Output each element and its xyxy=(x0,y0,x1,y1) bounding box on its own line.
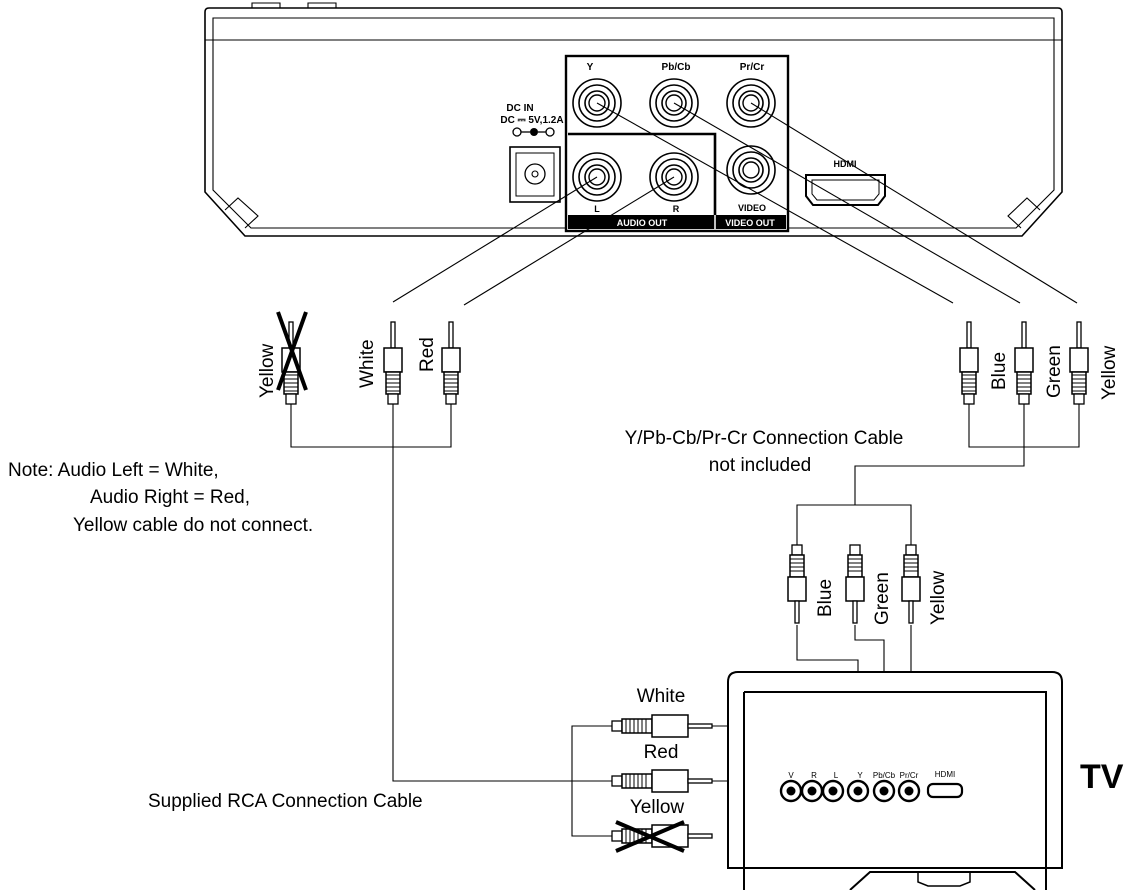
tv: V R L Y Pb/Cb Pr/Cr HDMI xyxy=(727,671,1063,890)
hdmi-label: HDMI xyxy=(834,159,857,169)
left-plug-white-label: White xyxy=(357,339,378,388)
tv-jack-r xyxy=(800,779,824,803)
component-cable-label: Y/Pb-Cb/Pr-Cr Connection Cable xyxy=(625,428,904,449)
tv-jack-label-pr: Pr/Cr xyxy=(900,771,919,780)
note-line-3: Yellow cable do not connect. xyxy=(73,515,313,536)
tv-plug-red-label: Red xyxy=(644,742,679,763)
tv-jack-label-hdmi: HDMI xyxy=(935,770,955,779)
right-plug-green xyxy=(1014,321,1034,405)
middle-plug-group: Blue Green Yellow xyxy=(787,544,949,625)
middle-plug-yellow xyxy=(901,544,921,624)
tv-jack-label-y: Y xyxy=(857,771,863,780)
tv-title: TV xyxy=(1080,758,1124,796)
hdmi-port xyxy=(805,174,886,206)
jack-label-r: R xyxy=(673,204,680,214)
left-plug-white xyxy=(383,321,403,405)
right-plug-yellow-label: Yellow xyxy=(1099,345,1120,400)
left-plug-red-label: Red xyxy=(417,337,438,372)
tv-jack-label-pb: Pb/Cb xyxy=(873,771,896,780)
cross-icon xyxy=(276,311,308,391)
right-plug-blue-label: Blue xyxy=(989,352,1010,390)
middle-plug-green xyxy=(845,544,865,624)
tv-plug-red xyxy=(611,769,713,793)
tv-jack-label-v: V xyxy=(788,771,794,780)
jack-label-y: Y xyxy=(587,62,594,73)
middle-plug-blue-label: Blue xyxy=(815,579,836,617)
video-out-label: VIDEO OUT xyxy=(725,218,775,228)
tv-plug-yellow-cross-icon xyxy=(615,820,685,853)
left-plug-yellow-label: Yellow xyxy=(257,343,278,398)
rca-cable-label: Supplied RCA Connection Cable xyxy=(148,791,423,812)
right-plug-group: Blue Green Yellow xyxy=(959,321,1120,405)
audio-out-label: AUDIO OUT xyxy=(617,218,668,228)
tv-jack-label-r: R xyxy=(811,771,817,780)
left-plug-red xyxy=(441,321,461,405)
dc-polarity-icon xyxy=(512,127,555,137)
middle-plug-blue xyxy=(787,544,807,624)
jack-label-video: VIDEO xyxy=(738,203,766,213)
note-line-1: Note: Audio Left = White, xyxy=(8,460,219,481)
player-rear-panel: DC IN DC ⎓ 5V,1.2A AUDIO OUT VIDEO OUT Y… xyxy=(204,2,1063,237)
tv-jack-label-l: L xyxy=(834,771,839,780)
tv-jack-pb xyxy=(872,779,896,803)
dc-in-jack xyxy=(509,146,561,203)
left-plug-group: Yellow White Red xyxy=(257,311,461,405)
jack-label-pr: Pr/Cr xyxy=(740,62,765,73)
tv-plug-white xyxy=(611,714,713,738)
tv-plug-white-label: White xyxy=(637,686,686,707)
tv-jack-y xyxy=(846,779,870,803)
dc-in-label: DC IN xyxy=(506,103,533,114)
jack-video xyxy=(726,145,776,195)
tv-jack-l xyxy=(821,779,845,803)
right-plug-yellow xyxy=(1069,321,1089,405)
tv-jack-v xyxy=(779,779,803,803)
tv-plug-yellow-label: Yellow xyxy=(630,797,685,818)
tv-jack-pr xyxy=(897,779,921,803)
middle-plug-yellow-label: Yellow xyxy=(928,570,949,625)
note-line-2: Audio Right = Red, xyxy=(90,487,250,508)
component-cable-note: not included xyxy=(709,455,811,476)
tv-jack-panel: V R L Y Pb/Cb Pr/Cr HDMI xyxy=(779,770,964,803)
jack-label-l: L xyxy=(594,204,600,214)
middle-plug-green-label: Green xyxy=(872,572,893,625)
right-plug-blue xyxy=(959,321,979,405)
right-plug-green-label: Green xyxy=(1044,345,1065,398)
jack-label-pb: Pb/Cb xyxy=(662,62,691,73)
tv-hdmi-port xyxy=(926,782,964,799)
dc-in-spec: DC ⎓ 5V,1.2A xyxy=(500,115,563,126)
tv-plug-group: White Red Yellow xyxy=(611,686,713,853)
